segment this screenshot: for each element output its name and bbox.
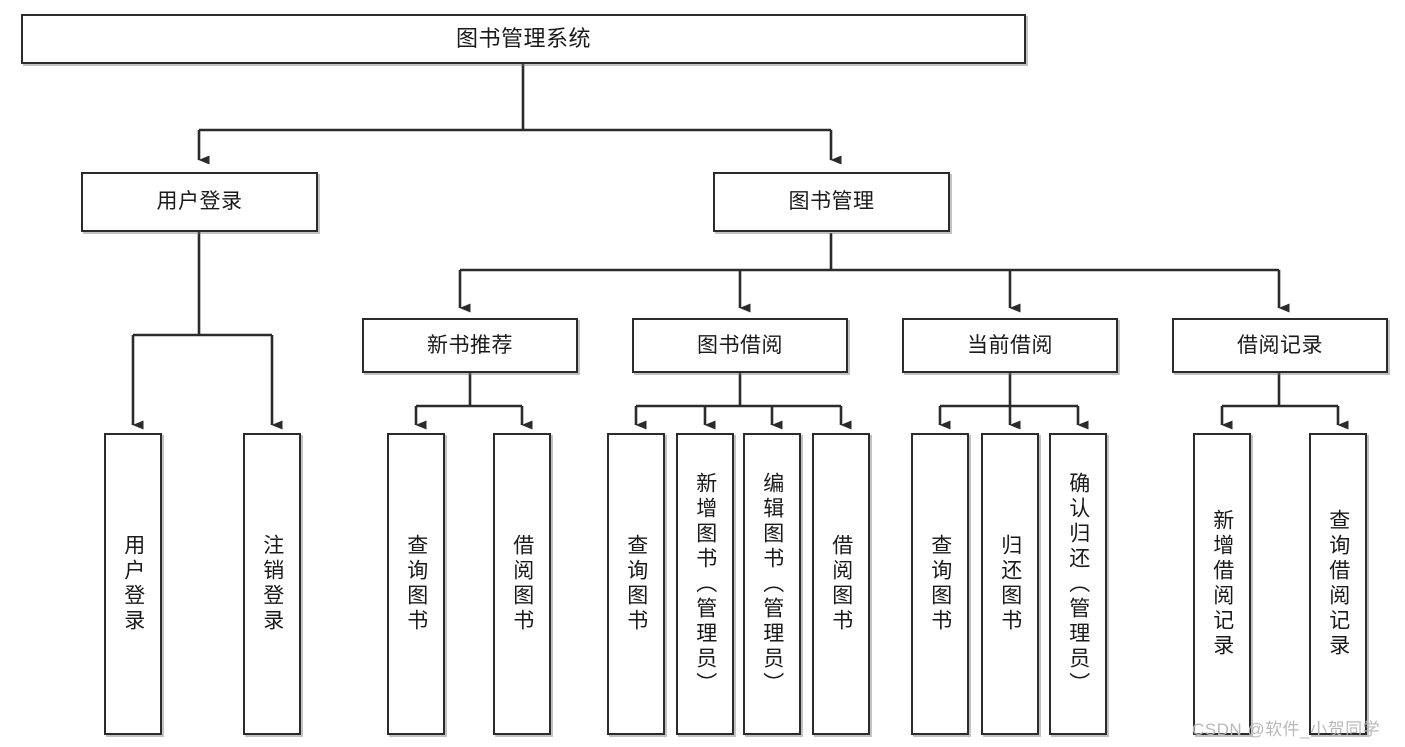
node-label: 归还图书 — [998, 534, 1022, 634]
node-label: 新增图书（管理员） — [693, 471, 717, 697]
node-current-borrow[interactable]: 当前借阅 — [902, 318, 1118, 373]
node-label: 图书借阅 — [697, 333, 783, 357]
edges-root-to-level1 — [197, 64, 842, 165]
node-label: 注销登录 — [260, 534, 284, 634]
leaf-user-login-login[interactable]: 用户登录 — [104, 433, 162, 735]
edges-borrowrecord-to-leaves — [1220, 373, 1349, 430]
node-label: 图书管理系统 — [455, 25, 591, 51]
node-label: 新书推荐 — [427, 333, 513, 357]
node-root-library-system[interactable]: 图书管理系统 — [21, 14, 1026, 64]
node-label: 查询借阅记录 — [1326, 509, 1350, 659]
node-label: 借阅记录 — [1237, 333, 1323, 357]
leaf-book-borrow-borrow[interactable]: 借阅图书 — [812, 433, 870, 735]
leaf-borrow-record-query[interactable]: 查询借阅记录 — [1309, 433, 1367, 735]
leaf-book-borrow-query[interactable]: 查询图书 — [607, 433, 665, 735]
node-label: 用户登录 — [121, 534, 145, 634]
node-label: 查询图书 — [928, 534, 952, 634]
node-label: 借阅图书 — [829, 534, 853, 634]
leaf-borrow-record-add[interactable]: 新增借阅记录 — [1193, 433, 1251, 735]
node-user-login[interactable]: 用户登录 — [81, 172, 318, 232]
leaf-new-book-borrow[interactable]: 借阅图书 — [493, 433, 551, 735]
leaf-current-borrow-query[interactable]: 查询图书 — [911, 433, 969, 735]
node-label: 确认归还（管理员） — [1066, 471, 1090, 697]
leaf-book-borrow-add[interactable]: 新增图书（管理员） — [676, 433, 734, 735]
node-label: 图书管理 — [788, 190, 875, 214]
edges-userlogin-to-leaves — [131, 232, 283, 430]
node-label: 借阅图书 — [510, 534, 534, 634]
edges-bookmgmt-to-level2 — [458, 233, 1290, 313]
node-label: 查询图书 — [404, 534, 428, 634]
node-borrow-record[interactable]: 借阅记录 — [1172, 318, 1388, 373]
watermark-text: CSDN @软件_小贺同学 — [1192, 720, 1381, 739]
leaf-current-borrow-confirm-return[interactable]: 确认归还（管理员） — [1049, 433, 1107, 735]
leaf-user-login-logout[interactable]: 注销登录 — [243, 433, 301, 735]
leaf-book-borrow-edit[interactable]: 编辑图书（管理员） — [743, 433, 801, 735]
node-label: 查询图书 — [624, 534, 648, 634]
node-book-management[interactable]: 图书管理 — [713, 172, 950, 232]
node-label: 编辑图书（管理员） — [760, 471, 784, 697]
edges-currentborrow-to-leaves — [938, 373, 1089, 430]
node-label: 用户登录 — [156, 190, 243, 214]
leaf-new-book-query[interactable]: 查询图书 — [387, 433, 445, 735]
edges-bookborrow-to-leaves — [634, 373, 852, 430]
edges-newbook-to-leaves — [414, 373, 533, 430]
node-label: 新增借阅记录 — [1210, 509, 1234, 659]
node-label: 当前借阅 — [967, 333, 1053, 357]
leaf-current-borrow-return[interactable]: 归还图书 — [981, 433, 1039, 735]
node-book-borrow[interactable]: 图书借阅 — [632, 318, 848, 373]
node-new-book-recommend[interactable]: 新书推荐 — [362, 318, 578, 373]
